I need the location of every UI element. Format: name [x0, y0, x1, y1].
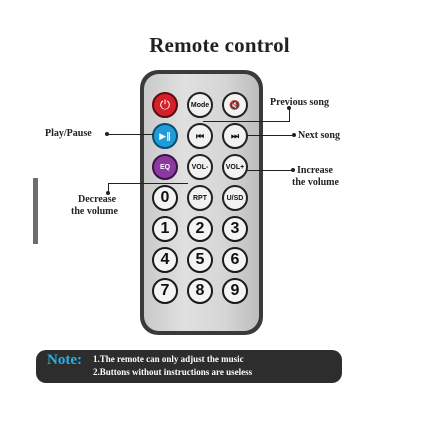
callout-play-pause: Play/Pause — [45, 128, 92, 139]
vol-down-button[interactable]: VOL- — [187, 154, 213, 180]
digit-8-button[interactable]: 8 — [187, 278, 213, 304]
digit-2-button[interactable]: 2 — [187, 216, 213, 242]
callout-dot — [105, 132, 109, 136]
rpt-button[interactable]: RPT — [187, 185, 213, 211]
play-pause-button[interactable]: ▶∥ — [152, 123, 178, 149]
note-box: Note: 1.The remote can only adjust the m… — [36, 350, 342, 383]
power-button[interactable]: ⏻ — [152, 92, 178, 118]
digit-5-button[interactable]: 5 — [187, 247, 213, 273]
mode-button[interactable]: Mode — [187, 92, 213, 118]
callout-dot — [292, 133, 296, 137]
page-title: Remote control — [149, 33, 290, 57]
next-icon: ⏭ — [230, 130, 240, 141]
digit-6-button[interactable]: 6 — [222, 247, 248, 273]
callout-line — [108, 183, 109, 193]
side-divider — [33, 178, 38, 244]
callout-line — [246, 170, 292, 171]
callout-increase-line1: Increase — [297, 165, 333, 176]
callout-line — [108, 183, 188, 184]
callout-decrease-line1: Decrease — [78, 194, 117, 205]
callout-line — [203, 121, 290, 122]
note-line-2: 2.Buttons without instructions are usele… — [93, 367, 253, 377]
next-button[interactable]: ⏭ — [222, 123, 248, 149]
mute-button[interactable]: 🔇 — [222, 92, 248, 118]
previous-button[interactable]: ⏮ — [187, 123, 213, 149]
callout-decrease-line2: the volume — [71, 206, 118, 217]
digit-9-button[interactable]: 9 — [222, 278, 248, 304]
callout-increase-line2: the volume — [292, 177, 339, 188]
eq-button[interactable]: EQ — [152, 154, 178, 180]
note-line-1: 1.The remote can only adjust the music — [93, 354, 244, 364]
digit-0-button[interactable]: 0 — [152, 185, 178, 211]
callout-next-song: Next song — [298, 130, 340, 141]
vol-up-button[interactable]: VOL+ — [222, 154, 248, 180]
power-icon: ⏻ — [159, 97, 171, 112]
digit-4-button[interactable]: 4 — [152, 247, 178, 273]
callout-line — [106, 134, 154, 135]
remote-control: ⏻ Mode 🔇 ▶∥ ⏮ ⏭ EQ VOL- VOL+ 0 RPT U/SD … — [140, 70, 263, 335]
digit-1-button[interactable]: 1 — [152, 216, 178, 242]
callout-dot — [287, 106, 291, 110]
digit-7-button[interactable]: 7 — [152, 278, 178, 304]
callout-dot — [291, 168, 295, 172]
previous-icon: ⏮ — [195, 130, 205, 141]
callout-line — [246, 135, 293, 136]
mute-icon: 🔇 — [229, 99, 241, 110]
callout-dot — [106, 191, 110, 195]
play-pause-icon: ▶∥ — [159, 130, 171, 141]
usd-button[interactable]: U/SD — [222, 185, 248, 211]
digit-3-button[interactable]: 3 — [222, 216, 248, 242]
note-label: Note: — [47, 352, 82, 368]
callout-line — [289, 108, 290, 122]
callout-previous-song: Previous song — [270, 97, 329, 108]
